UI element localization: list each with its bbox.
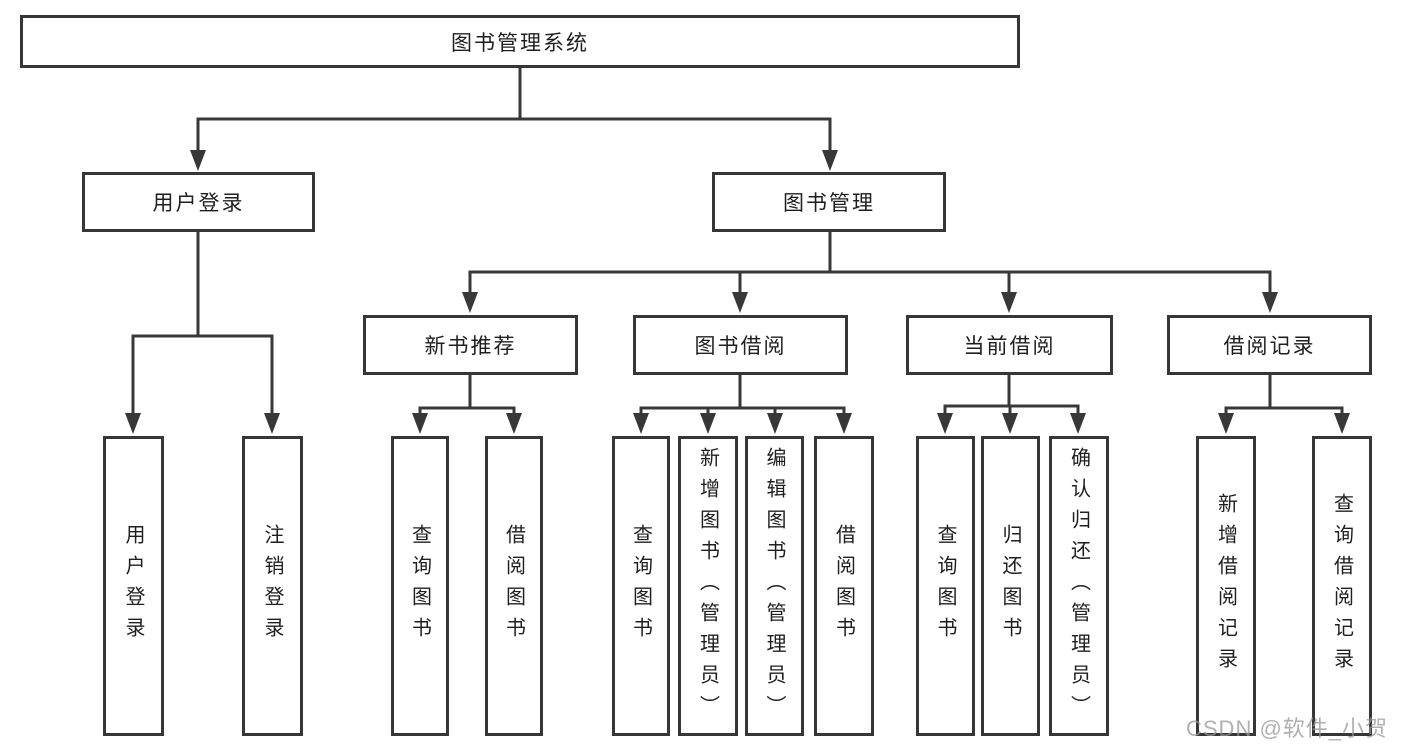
node-book-management: 图书管理 bbox=[712, 172, 946, 232]
leaf-add-books-admin: 新增图书（管理员） bbox=[678, 436, 738, 736]
csdn-watermark: CSDN @软件_小贺同学 bbox=[1186, 716, 1389, 741]
leaf-borrow-books-recommend: 借阅图书 bbox=[485, 436, 543, 736]
leaf-logout: 注销登录 bbox=[242, 436, 303, 736]
node-new-book-recommend: 新书推荐 bbox=[363, 315, 578, 375]
leaf-borrow-books: 借阅图书 bbox=[814, 436, 874, 736]
leaf-query-books-borrow: 查询图书 bbox=[612, 436, 670, 736]
leaf-query-books-current: 查询图书 bbox=[916, 436, 975, 736]
leaf-confirm-return-admin: 确认归还（管理员） bbox=[1049, 436, 1109, 736]
leaf-add-borrow-record: 新增借阅记录 bbox=[1196, 436, 1256, 736]
node-current-borrow: 当前借阅 bbox=[906, 315, 1113, 375]
node-user-login: 用户登录 bbox=[82, 172, 315, 232]
leaf-return-books: 归还图书 bbox=[981, 436, 1040, 736]
node-root: 图书管理系统 bbox=[20, 15, 1020, 68]
leaf-edit-books-admin: 编辑图书（管理员） bbox=[745, 436, 804, 736]
node-book-borrow: 图书借阅 bbox=[633, 315, 848, 375]
leaf-query-books-recommend: 查询图书 bbox=[391, 436, 449, 736]
leaf-query-borrow-record: 查询借阅记录 bbox=[1312, 436, 1372, 736]
leaf-user-login: 用户登录 bbox=[103, 436, 164, 736]
node-borrow-records: 借阅记录 bbox=[1167, 315, 1372, 375]
